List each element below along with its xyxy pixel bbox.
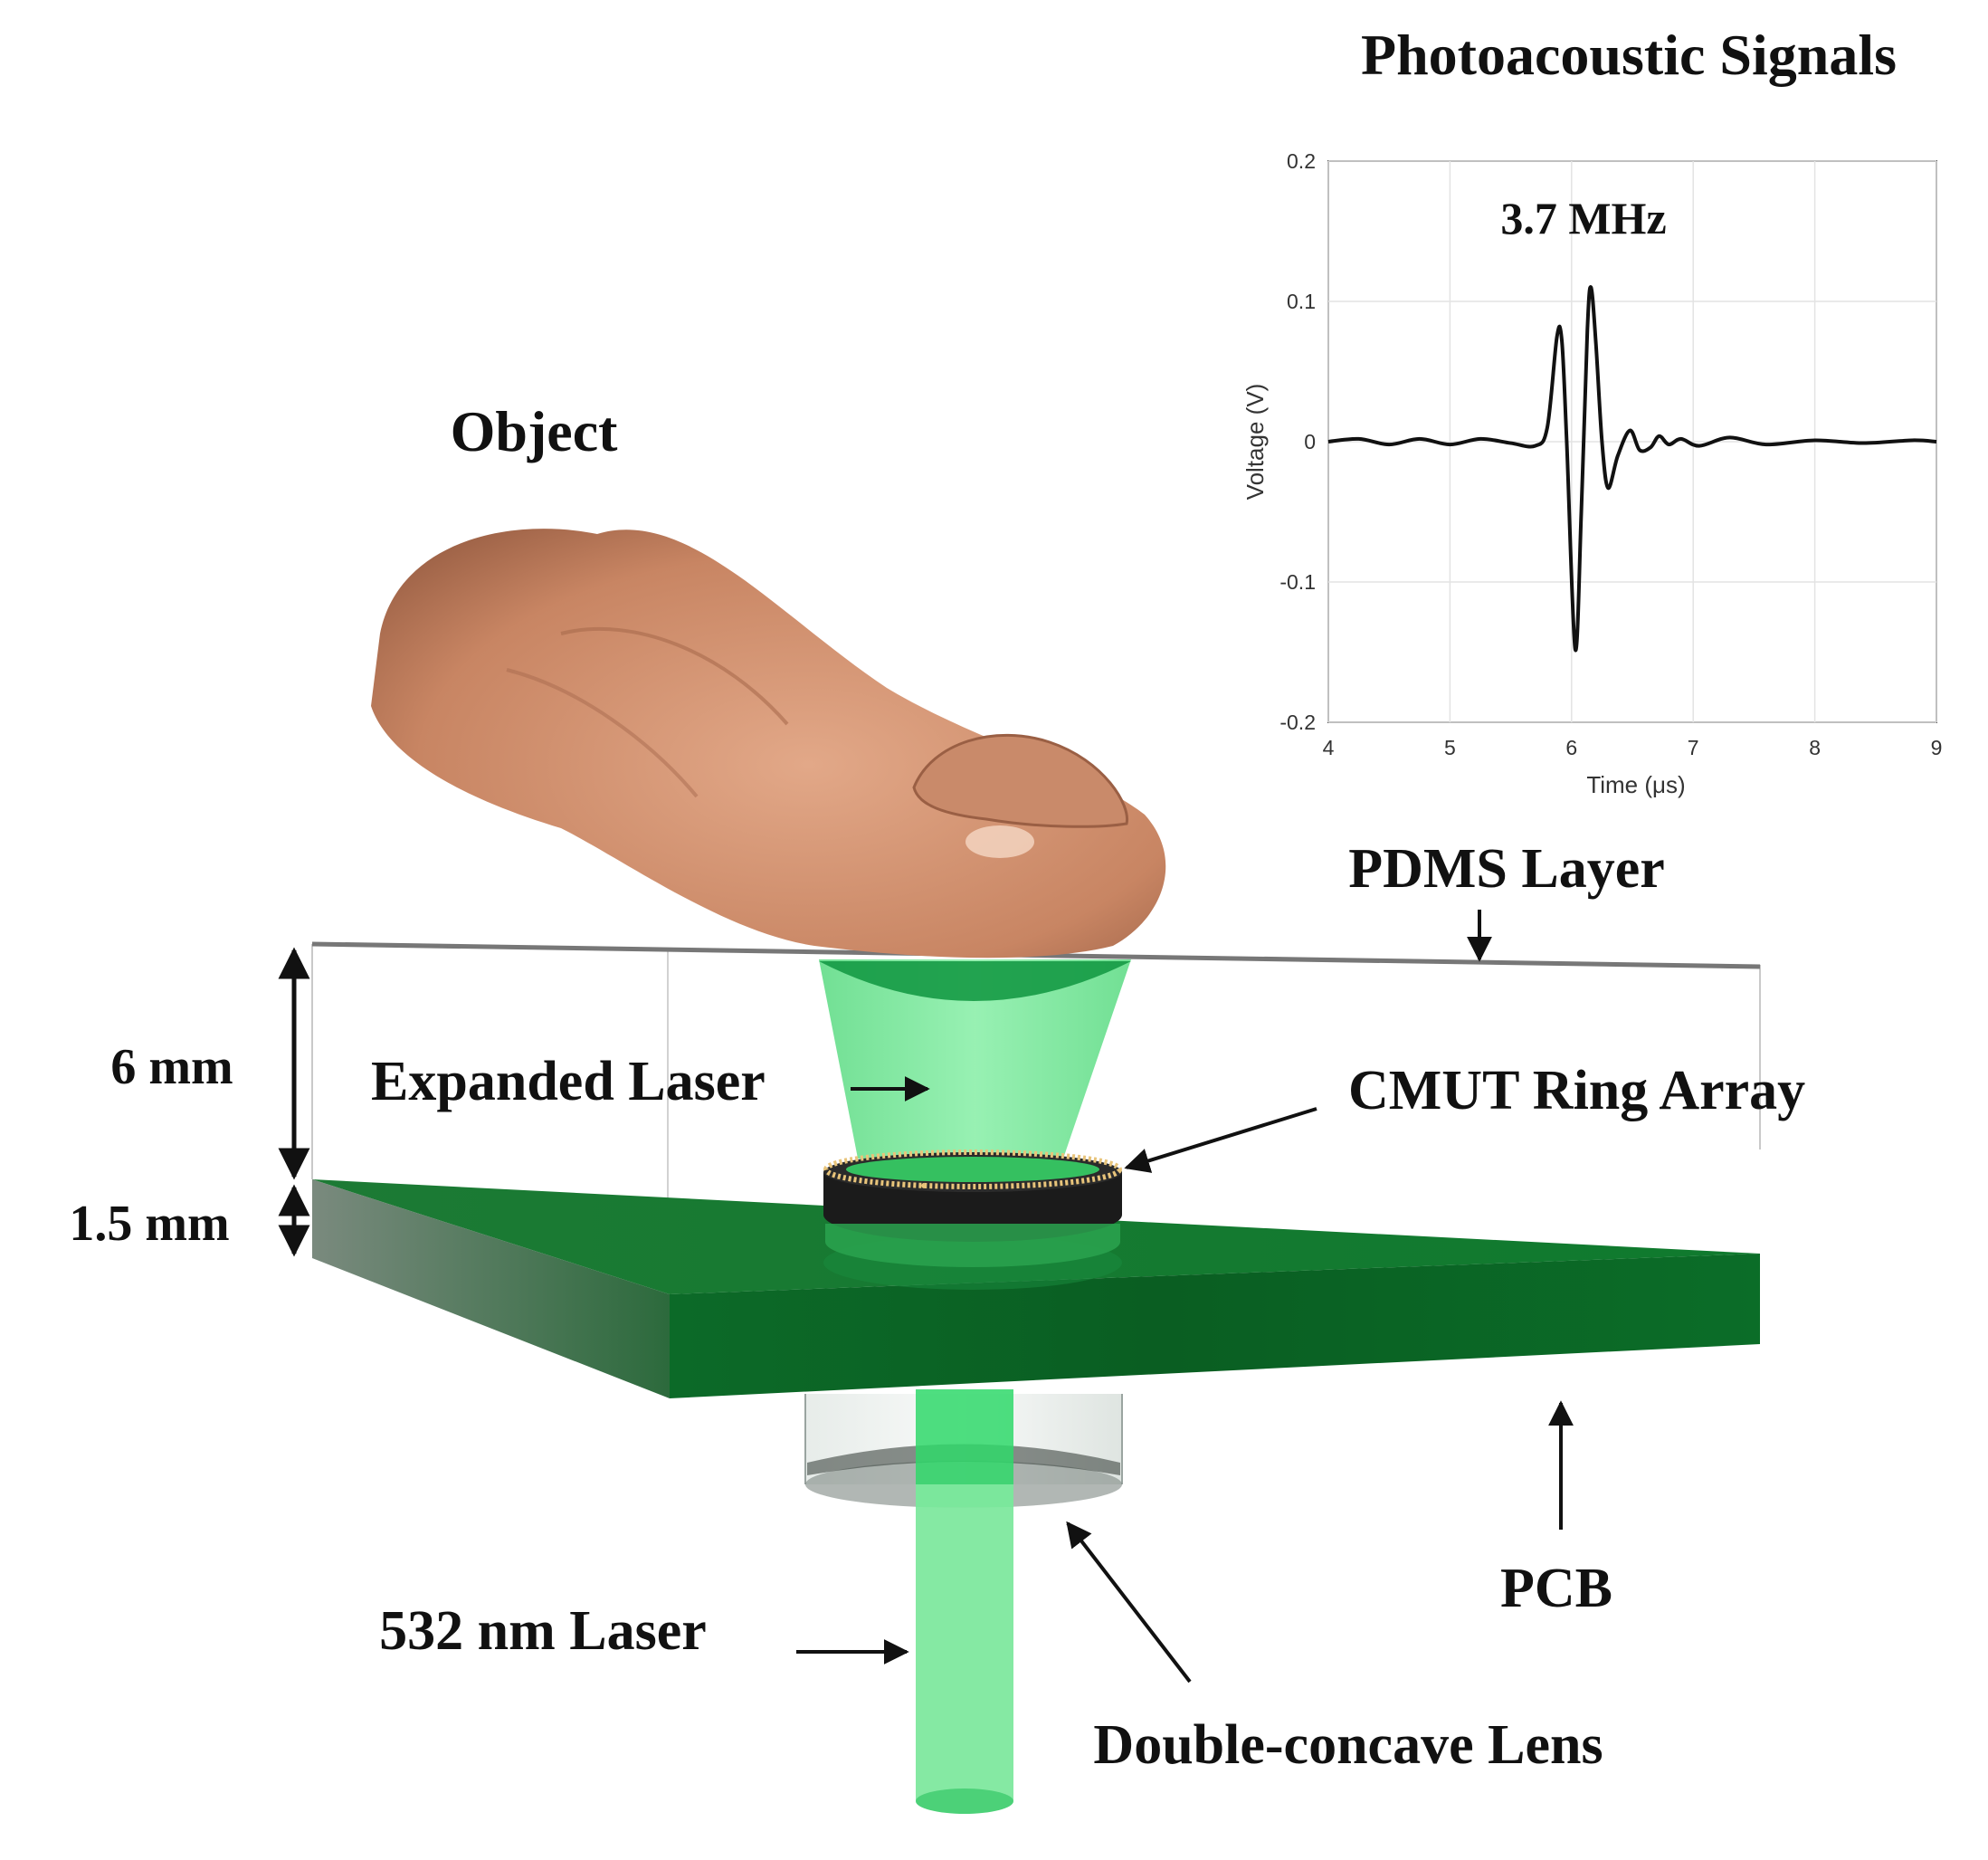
chart-title: Photoacoustic Signals: [1361, 23, 1897, 87]
y-tick-label: 0.2: [1287, 149, 1316, 173]
y-axis-label: Voltage (V): [1241, 384, 1269, 501]
laser-532-beam: [916, 1484, 1013, 1801]
label-532-laser: 532 nm Laser: [379, 1600, 707, 1662]
x-tick-label: 8: [1809, 736, 1821, 759]
label-pcb: PCB: [1500, 1558, 1612, 1619]
y-tick-label: -0.1: [1279, 570, 1316, 594]
y-tick-label: 0.1: [1287, 290, 1316, 313]
x-tick-label: 5: [1444, 736, 1456, 759]
label-1-5mm: 1.5 mm: [69, 1196, 229, 1252]
arrow-lens: [1066, 1521, 1192, 1684]
label-cmut-ring-array: CMUT Ring Array: [1348, 1060, 1805, 1121]
finger-object: [371, 529, 1166, 959]
x-axis-label: Time (μs): [1586, 771, 1685, 798]
label-object: Object: [451, 399, 619, 463]
label-pdms-layer: PDMS Layer: [1348, 838, 1665, 900]
expanded-laser-beam: [819, 959, 1131, 1159]
cmut-ring-array: [823, 1149, 1122, 1290]
photoacoustic-chart: Photoacoustic Signals 4 5 6 7 8 9 0.2 0.1 0 -0.1 -…: [1241, 23, 1942, 798]
plot-ticks: 4 5 6 7 8 9 0.2 0.1 0 -0.1 -0.2: [1279, 149, 1942, 759]
label-expanded-laser: Expanded Laser: [371, 1051, 766, 1112]
x-tick-label: 6: [1565, 736, 1577, 759]
label-6mm: 6 mm: [110, 1039, 233, 1095]
signal-trace: [1327, 285, 1937, 653]
y-tick-label: 0: [1304, 430, 1316, 453]
label-lens: Double-concave Lens: [1093, 1714, 1603, 1776]
x-tick-label: 9: [1931, 736, 1943, 759]
arrow-cmut: [1124, 1107, 1317, 1173]
x-tick-label: 7: [1688, 736, 1699, 759]
frequency-annotation: 3.7 MHz: [1500, 193, 1666, 243]
y-tick-label: -0.2: [1279, 711, 1316, 734]
x-tick-label: 4: [1323, 736, 1335, 759]
